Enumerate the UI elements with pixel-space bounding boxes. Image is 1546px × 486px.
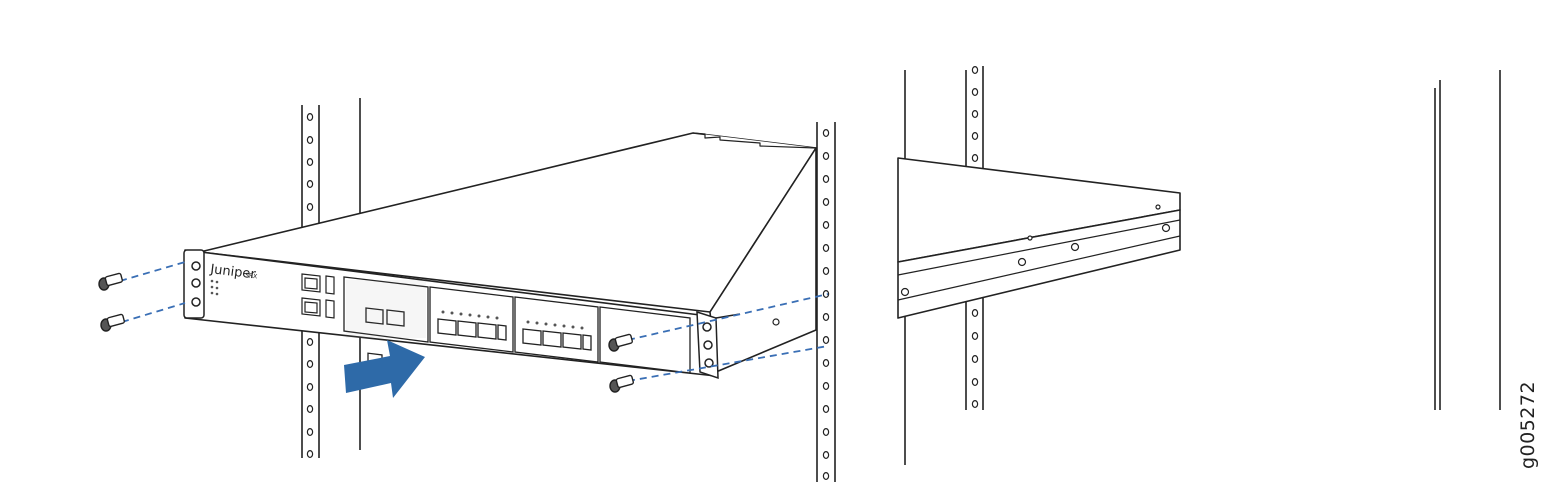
right-rail-holes: [822, 129, 830, 481]
rj45-ports-module-2: [437, 318, 507, 341]
port-leds-module-3: [526, 320, 584, 330]
port-leds-module-2: [441, 310, 499, 320]
screw-guides: [119, 261, 829, 382]
status-leds: [210, 279, 219, 296]
chassis-side-view: [897, 157, 1181, 319]
sfp-ports-module-1: [365, 307, 405, 327]
right-rack-rail: [816, 122, 836, 482]
screw-left-top: [98, 272, 123, 291]
rear-rack-rail-right: [1434, 70, 1501, 410]
rear-rail-holes: [971, 65, 979, 409]
module-bay-4: [599, 306, 691, 374]
module-bay-1-texture: [346, 280, 426, 338]
insert-direction-arrow: [344, 340, 425, 398]
side-screw-hole: [772, 318, 780, 326]
model-label: SRX: [245, 272, 258, 280]
management-ports: [301, 273, 335, 319]
module-bay-2: [429, 286, 514, 353]
right-rack-ear: [696, 310, 741, 380]
module-bay-3: [514, 296, 599, 363]
screw-right-bottom: [609, 374, 634, 393]
side-rail-screws: [900, 204, 1171, 297]
left-rack-ear: [183, 249, 205, 319]
screw-left-bottom: [100, 313, 125, 332]
module-bay-1: [343, 276, 429, 370]
rj45-ports-module-3: [522, 328, 592, 351]
figure-id: g005272: [1517, 380, 1539, 470]
screw-right-top: [608, 333, 633, 352]
brand-label: Juniper: [209, 262, 258, 283]
